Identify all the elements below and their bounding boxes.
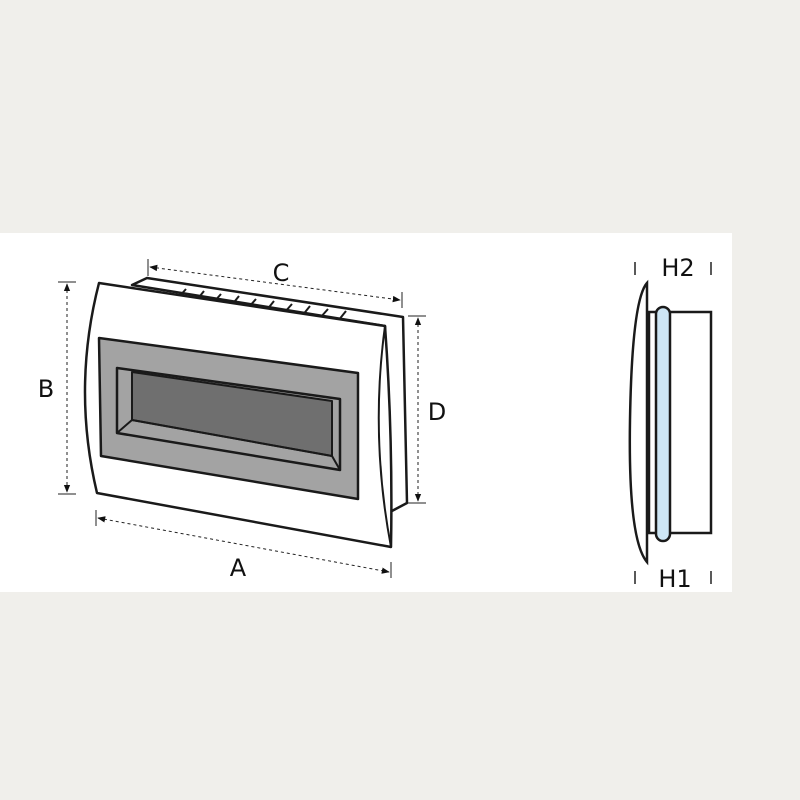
window-bevel	[116, 419, 341, 471]
label-b: B	[38, 375, 54, 403]
label-h1: H1	[658, 565, 691, 593]
side-gasket	[654, 305, 672, 543]
label-c: C	[273, 259, 290, 287]
label-d: D	[428, 398, 446, 426]
side-view	[628, 279, 713, 566]
dimension-lines	[58, 259, 426, 578]
front-view	[83, 276, 409, 549]
side-cover	[628, 279, 649, 566]
dimension-c-line	[149, 264, 401, 303]
side-dimension-ticks	[634, 262, 712, 584]
label-h2: H2	[661, 254, 694, 282]
label-a: A	[230, 554, 247, 582]
dimension-a-line	[97, 516, 390, 574]
